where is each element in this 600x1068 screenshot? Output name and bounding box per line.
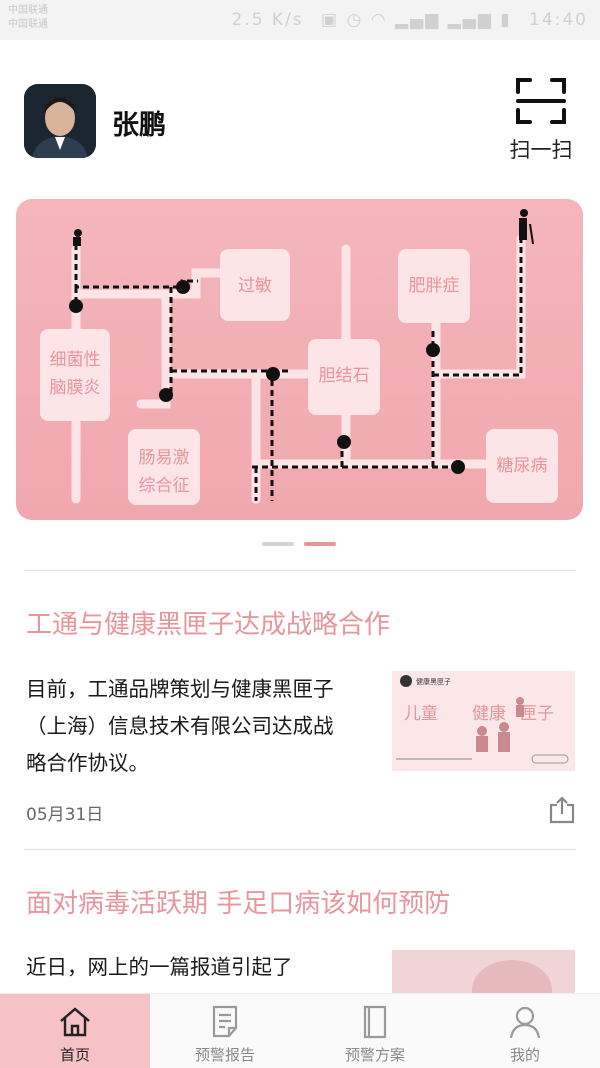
svg-text:健康黑匣子: 健康黑匣子 <box>416 677 451 686</box>
node-gear-icon <box>69 299 83 313</box>
carrier-label: 中国联通 <box>8 19 48 30</box>
scan-label: 扫一扫 <box>509 138 573 162</box>
label-meningitis-2: 脑膜炎 <box>50 378 101 398</box>
svg-text:健康: 健康 <box>472 704 506 724</box>
svg-text:匣子: 匣子 <box>520 704 554 724</box>
meningitis-box <box>40 329 110 421</box>
thumbnail-poster: 健康黑匣子 儿童 健康 匣子 <box>392 671 575 771</box>
news-title[interactable]: 工通与健康黑匣子达成战略合作 <box>26 610 391 640</box>
node-gear-icon <box>451 460 465 474</box>
carousel-dot[interactable] <box>262 542 294 546</box>
disease-maze-banner[interactable]: 过敏 肥胖症 细菌性 脑膜炎 胆结石 肠易激 综合征 糖尿病 <box>16 199 583 520</box>
allergy-box <box>220 249 290 321</box>
carrier-info: 中国联通 中国联通 <box>8 4 48 32</box>
elderly-figure-icon <box>519 209 534 245</box>
share-icon[interactable] <box>548 796 576 824</box>
news-date: 05月31日 <box>26 805 104 825</box>
tab-label: 预警报告 <box>194 1046 255 1064</box>
signal-icon: ▣ ◷ ◠ ▂▄▆ ▂▄▆ ▮ <box>321 10 512 30</box>
user-name: 张鹏 <box>112 110 166 141</box>
tab-label: 预警方案 <box>344 1046 405 1064</box>
node-gear-icon <box>176 280 190 294</box>
network-speed: 2.5 K/s <box>231 10 304 30</box>
tab-report[interactable]: 预警报告 <box>150 994 300 1068</box>
status-indicators: 2.5 K/s ▣ ◷ ◠ ▂▄▆ ▂▄▆ ▮ 14:40 <box>231 10 588 30</box>
tab-label: 首页 <box>59 1046 90 1064</box>
carousel-indicator[interactable] <box>262 531 346 550</box>
carrier-label: 中国联通 <box>8 5 48 16</box>
book-icon <box>363 1005 387 1039</box>
person-icon <box>509 1006 541 1039</box>
avatar[interactable] <box>24 84 96 158</box>
avatar-portrait-icon <box>24 84 96 158</box>
bottom-tab-bar: 首页 预警报告 预警方案 我的 <box>0 993 600 1068</box>
obesity-box <box>398 249 470 323</box>
news-summary[interactable]: 近日，网上的一篇报道引起了 <box>26 955 293 979</box>
status-bar: 中国联通 中国联通 2.5 K/s ▣ ◷ ◠ ▂▄▆ ▂▄▆ ▮ 14:40 <box>0 0 600 40</box>
news-title[interactable]: 面对病毒活跃期 手足口病该如何预防 <box>26 889 451 919</box>
news-thumbnail[interactable]: 健康黑匣子 儿童 健康 匣子 <box>392 671 575 771</box>
gallstone-box <box>308 339 380 415</box>
divider <box>24 570 576 571</box>
divider <box>24 849 576 850</box>
tab-home[interactable]: 首页 <box>0 994 150 1068</box>
maze-illustration: 过敏 肥胖症 细菌性 脑膜炎 胆结石 肠易激 综合征 糖尿病 <box>40 209 558 505</box>
node-gear-icon <box>426 343 440 357</box>
report-icon <box>212 1005 238 1038</box>
label-obesity: 肥胖症 <box>409 276 460 296</box>
svg-text:儿童: 儿童 <box>404 704 438 724</box>
label-gallstone: 胆结石 <box>319 366 370 386</box>
tab-label: 我的 <box>509 1046 540 1064</box>
label-meningitis-1: 细菌性 <box>50 350 101 370</box>
node-gear-icon <box>266 367 280 381</box>
tab-mine[interactable]: 我的 <box>450 994 600 1068</box>
news-summary[interactable]: 目前，工通品牌策划与健康黑匣子（上海）信息技术有限公司达成战略合作协议。 <box>26 677 334 775</box>
diabetes-box <box>486 429 558 503</box>
scan-button[interactable]: 扫一扫 <box>496 74 586 166</box>
tab-plan[interactable]: 预警方案 <box>300 994 450 1068</box>
label-ibs-2: 综合征 <box>139 476 190 496</box>
scan-icon <box>516 78 566 124</box>
home-icon <box>60 1007 90 1037</box>
label-diabetes: 糖尿病 <box>497 456 548 476</box>
node-gear-icon <box>159 388 173 402</box>
label-ibs-1: 肠易激 <box>139 448 190 468</box>
carousel-dot-active[interactable] <box>304 542 336 546</box>
label-allergy: 过敏 <box>238 276 272 296</box>
child-figure-icon <box>73 229 82 246</box>
node-gear-icon <box>337 435 351 449</box>
clock: 14:40 <box>529 10 588 30</box>
ibs-box <box>128 429 200 505</box>
